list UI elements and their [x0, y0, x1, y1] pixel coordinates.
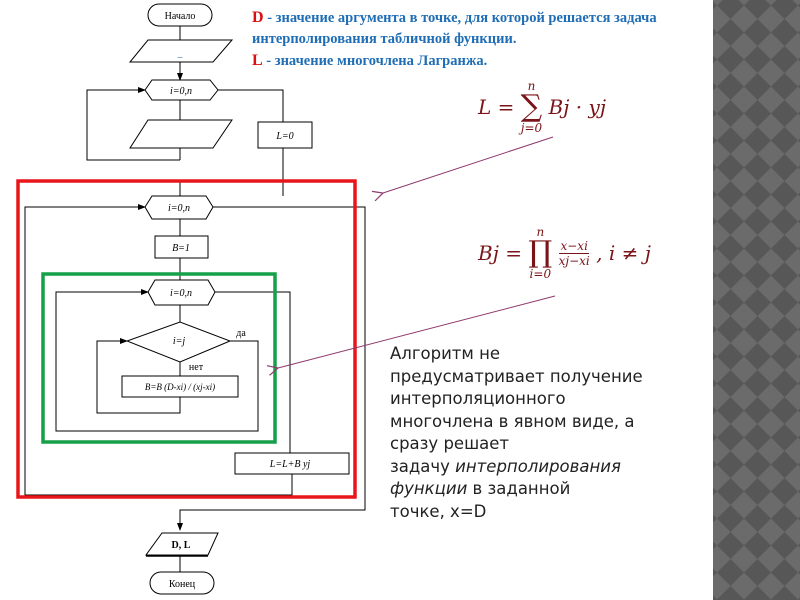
b-update-label: B=B (D-xi) / (xj-xi)	[145, 382, 215, 392]
l-init-label: L=0	[275, 131, 293, 142]
end-label: Конец	[169, 579, 196, 590]
b-init-box	[154, 235, 209, 259]
end-terminal	[149, 571, 215, 595]
l-update-label: L=L+B yj	[269, 459, 311, 470]
condition-label: i=j	[173, 336, 186, 347]
l-init-box	[257, 121, 313, 149]
red-frame	[16, 179, 357, 499]
pointer-arrow-green	[278, 295, 556, 368]
d-description-2: интерполирования табличной функции.	[252, 31, 517, 47]
output-block	[145, 532, 219, 556]
no-label: нет	[189, 362, 204, 373]
start-label: Начало	[165, 11, 196, 22]
condition-diamond	[125, 321, 232, 363]
input-dash: –	[177, 52, 184, 63]
pointer-arrow-red	[383, 136, 554, 193]
l-symbol: L	[252, 52, 263, 69]
b-init-label: B=1	[172, 243, 190, 254]
l-update-box	[234, 452, 350, 475]
loop-j-label: i=0,n	[168, 203, 190, 214]
d-description: - значение аргумента в точке, для которо…	[263, 10, 657, 26]
algorithm-description: Алгоритм не предусматривает получение ин…	[390, 344, 643, 521]
green-frame	[41, 272, 277, 444]
loop-init-label: i=0,n	[170, 86, 192, 97]
legend-text: D - значение аргумента в точке, для кото…	[252, 7, 722, 72]
loop-i-label: i=0,n	[170, 288, 192, 299]
yes-label: да	[236, 328, 246, 339]
input-block	[128, 39, 234, 63]
output-label: D, L	[172, 540, 191, 551]
flowchart: Начало – i=0,n L=0 i=0,n B=1 i=0,n i=j д…	[16, 3, 556, 595]
formula-sum: L = n∑j=0 Bj · yj	[478, 79, 607, 135]
decorative-pattern-strip	[713, 0, 800, 600]
l-description: - значение многочлена Лагранжа.	[262, 53, 488, 69]
d-symbol: D	[252, 9, 264, 26]
input-block-2	[129, 119, 233, 149]
